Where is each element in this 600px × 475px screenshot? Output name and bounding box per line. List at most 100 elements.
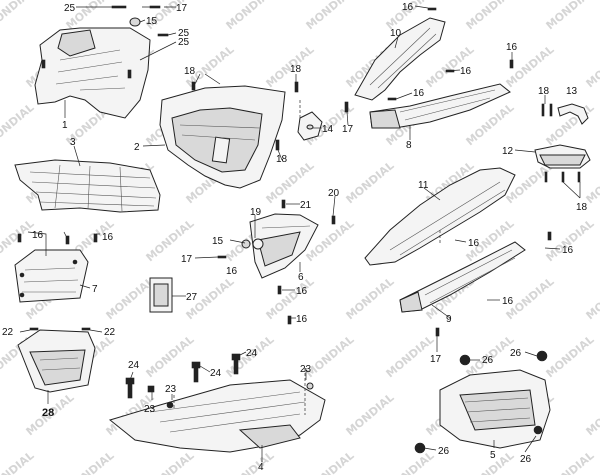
callout-11: 11 [418,180,429,191]
watermark-text: MONDIAL [344,159,397,206]
watermark-text: MONDIAL [544,333,597,380]
watermark-text: MONDIAL [64,449,117,475]
callout-3: 3 [70,137,76,148]
callout-12: 12 [502,146,514,157]
callout-16: 16 [402,2,414,13]
watermark-text: MONDIAL [144,449,197,475]
callout-18: 18 [576,202,588,213]
part-4-floor-board [108,379,326,453]
part-14-bracket [297,111,323,141]
callout-19: 19 [250,207,262,218]
callout-24: 24 [246,348,258,359]
watermark-text: MONDIAL [584,159,600,206]
watermark-text: MONDIAL [304,449,357,475]
callout-18: 18 [276,154,288,165]
callout-16: 16 [562,245,574,256]
watermark-text: MONDIAL [544,217,597,264]
callout-16: 16 [296,286,308,297]
callout-2: 2 [134,142,140,153]
callout-18: 18 [184,66,196,77]
callout-26: 26 [438,446,450,457]
callout-16: 16 [502,296,514,307]
callout-16: 16 [226,266,238,277]
part-11-side-body-panel [364,167,516,266]
watermark-text: MONDIAL [224,449,277,475]
part-28-storage-box [17,329,96,393]
watermark-text: MONDIAL [144,333,197,380]
part-12-rear-bracket [534,144,591,169]
callout-26: 26 [510,348,522,359]
watermark-text: MONDIAL [584,391,600,438]
callout-16: 16 [413,88,425,99]
callout-23: 23 [165,384,177,395]
watermark-text: MONDIAL [384,449,437,475]
callout-24: 24 [210,368,222,379]
part-27-sticker [149,277,173,313]
callout-28: 28 [42,407,54,419]
alignment-lines [173,100,441,415]
callout-23: 23 [144,404,156,415]
callout-26: 26 [482,355,494,366]
callout-16: 16 [460,66,472,77]
watermark-text: MONDIAL [464,0,517,32]
watermark-text: MONDIAL [344,391,397,438]
part-6-tunnel-cover [249,213,319,279]
callout-8: 8 [406,140,412,151]
callout-labels: 25 17 15 25 25 1 18 2 3 18 18 14 17 16 1… [2,2,588,473]
callout-23: 23 [300,364,312,375]
callout-17: 17 [430,354,442,365]
callout-26: 26 [520,454,532,465]
callout-25: 25 [178,37,190,48]
callout-18: 18 [538,86,550,97]
watermark-text: MONDIAL [584,43,600,90]
leader-lines [19,5,581,462]
part-1-inner-shield [34,17,151,119]
callout-22: 22 [104,327,116,338]
watermark-text: MONDIAL [0,101,37,148]
watermark-text: MONDIAL [304,333,357,380]
callout-27: 27 [186,292,198,303]
watermark-text: MONDIAL [0,0,37,32]
callout-18: 18 [290,64,302,75]
watermark-text: MONDIAL [384,333,437,380]
callout-22: 22 [2,327,14,338]
part-13-handle [557,103,589,125]
callout-16: 16 [32,230,44,241]
part-8-rear-side-rail [369,83,511,129]
callout-6: 6 [298,272,304,283]
callout-20: 20 [328,188,340,199]
watermark-text: MONDIAL [0,449,37,475]
callout-17: 17 [342,124,354,135]
callout-25: 25 [178,28,190,39]
callout-16: 16 [506,42,518,53]
callout-9: 9 [446,314,452,325]
callout-17: 17 [181,254,193,265]
callout-5: 5 [490,450,496,461]
callout-25: 25 [64,3,76,14]
callout-13: 13 [566,86,578,97]
callout-16: 16 [468,238,480,249]
callout-4: 4 [258,462,264,473]
callout-7: 7 [92,284,98,295]
callout-17: 17 [176,3,188,14]
part-10-top-side-rail [354,17,446,101]
callout-10: 10 [390,28,402,39]
watermark-text: MONDIAL [544,0,597,32]
part-3-floor-mat [14,159,161,213]
callout-16: 16 [296,314,308,325]
watermark-text: MONDIAL [304,0,357,32]
watermark-text: MONDIAL [104,275,157,322]
part-9-lower-side-rail [399,241,526,313]
watermark-text: MONDIAL [584,275,600,322]
callout-24: 24 [128,360,140,371]
callout-16: 16 [102,232,114,243]
callout-15: 15 [212,236,224,247]
part-7-panel-plate [14,249,89,303]
callout-15: 15 [146,16,158,27]
watermark-text: MONDIAL [224,0,277,32]
callout-14: 14 [322,124,334,135]
watermark-text: MONDIAL [544,449,597,475]
part-5-under-cover [439,369,551,449]
